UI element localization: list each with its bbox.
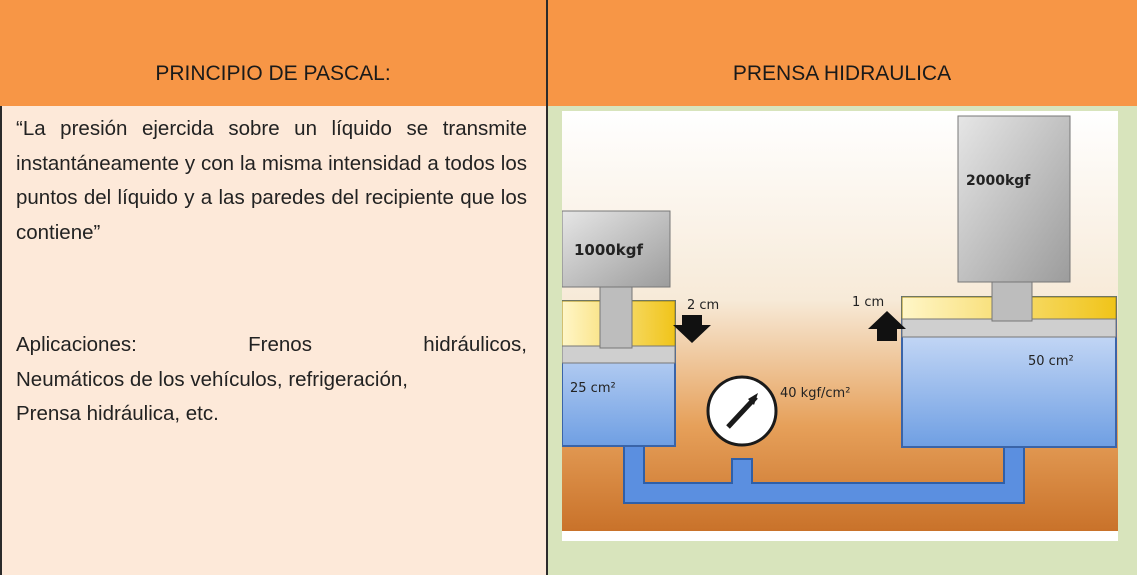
gauge-needle-tip: [748, 393, 758, 405]
diagram-bottom-strip: [562, 531, 1118, 541]
up-arrow-icon: [868, 311, 906, 341]
header-cell-principle: PRINCIPIO DE PASCAL:: [0, 0, 546, 106]
small-area-label: 25 cm²: [570, 381, 616, 396]
small-piston: [562, 345, 676, 364]
principle-text: “La presión ejercida sobre un líquido se…: [16, 117, 527, 244]
connecting-pipe: [623, 440, 1025, 504]
applications-item-2: hidráulicos,: [423, 333, 527, 356]
applications-item-1: Frenos: [248, 333, 312, 356]
left-border: [0, 106, 2, 575]
press-title: PRENSA HIDRAULICA: [732, 62, 952, 85]
pressure-label: 40 kgf/cm²: [780, 386, 850, 401]
applications-line-2: Neumáticos de los vehículos, refrigeraci…: [16, 367, 408, 391]
hydraulic-press-diagram: 1000kgf 2 cm 25 cm² 2000kgf 1 cm 50 cm² …: [562, 111, 1118, 541]
principle-statement: “La presión ejercida sobre un líquido se…: [16, 112, 527, 250]
principle-cell: [0, 106, 546, 575]
large-area-label: 50 cm²: [1028, 354, 1074, 369]
large-weight-label: 2000kgf: [966, 173, 1031, 189]
large-displacement-label: 1 cm: [852, 295, 884, 310]
large-piston-rod: [991, 280, 1033, 322]
large-piston: [901, 318, 1117, 338]
small-displacement-label: 2 cm: [687, 298, 719, 313]
small-weight-label: 1000kgf: [574, 241, 643, 259]
applications-block: Aplicaciones: Frenos hidráulicos, Neumát…: [16, 328, 527, 432]
column-divider: [546, 0, 548, 575]
down-arrow-icon: [673, 315, 711, 343]
principle-title: PRINCIPIO DE PASCAL:: [155, 62, 391, 85]
header-cell-press: PRENSA HIDRAULICA: [547, 0, 1137, 106]
large-weight: [957, 115, 1071, 283]
applications-line-3: Prensa hidráulica, etc.: [16, 402, 219, 426]
small-piston-rod: [599, 285, 633, 349]
applications-line-1: Aplicaciones: Frenos hidráulicos,: [16, 328, 527, 363]
applications-label: Aplicaciones:: [16, 333, 137, 356]
small-weight: [562, 210, 671, 288]
